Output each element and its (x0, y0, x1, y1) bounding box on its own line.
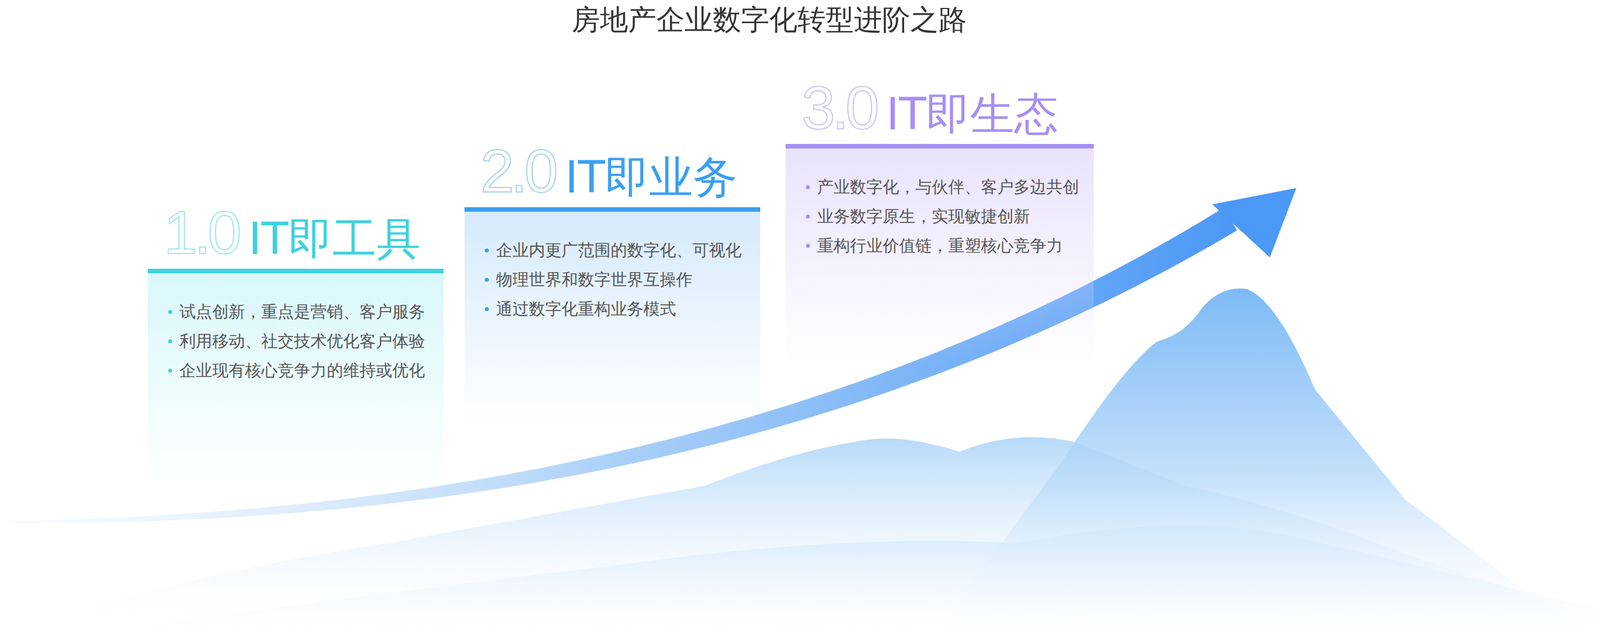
stage-panel: 企业内更广范围的数字化、可视化物理世界和数字世界互操作通过数字化重构业务模式 (464, 207, 761, 428)
stage-node: 3.0IT即生态产业数字化，与伙伴、客户多边共创业务数字原生，实现敏捷创新重构行… (785, 59, 1094, 365)
bullet-dot (484, 248, 489, 253)
bullet-dot (168, 339, 173, 344)
stage-heading: 3.0IT即生态 (785, 59, 1094, 139)
bullet-text: 物理世界和数字世界互操作 (496, 269, 693, 289)
bullet-text: 重构行业价值链，重塑核心竞争力 (817, 235, 1063, 256)
stage-number: 1.0 (163, 202, 239, 263)
bullet-text: 企业内更广范围的数字化、可视化 (496, 240, 742, 260)
bullet-item: 重构行业价值链，重塑核心竞争力 (805, 230, 1083, 261)
bullet-item: 业务数字原生，实现敏捷创新 (805, 201, 1083, 231)
bullet-item: 通过数字化重构业务模式 (484, 294, 749, 324)
bullet-item: 企业内更广范围的数字化、可视化 (484, 235, 749, 265)
stage-heading: 2.0IT即业务 (464, 122, 761, 202)
bullet-item: 物理世界和数字世界互操作 (484, 264, 749, 295)
bullet-dot (168, 309, 173, 314)
bullet-dot (805, 243, 810, 248)
stage-panel: 试点创新，重点是营销、客户服务利用移动、社交技术优化客户体验企业现有核心竞争力的… (147, 268, 444, 489)
stage-name: IT即工具 (248, 216, 421, 263)
bullet-text: 产业数字化，与伙伴、客户多边共创 (817, 177, 1080, 197)
stage-number: 2.0 (480, 140, 555, 202)
bullet-item: 利用移动、社交技术优化客户体验 (168, 326, 433, 356)
bullet-text: 企业现有核心竞争力的维持或优化 (179, 360, 425, 380)
bullet-dot (805, 185, 810, 190)
bullet-text: 利用移动、社交技术优化客户体验 (179, 331, 425, 351)
stage-node: 2.0IT即业务企业内更广范围的数字化、可视化物理世界和数字世界互操作通过数字化… (464, 122, 761, 428)
stage-name: IT即生态 (886, 91, 1059, 139)
bullet-item: 企业现有核心竞争力的维持或优化 (168, 355, 433, 385)
stage-number: 3.0 (801, 77, 876, 139)
stage-panel: 产业数字化，与伙伴、客户多边共创业务数字原生，实现敏捷创新重构行业价值链，重塑核… (785, 143, 1094, 365)
bullet-text: 业务数字原生，实现敏捷创新 (817, 206, 1030, 226)
bullet-dot (484, 307, 489, 311)
bullet-text: 通过数字化重构业务模式 (496, 299, 677, 319)
bullet-dot (168, 368, 173, 373)
stage-node: 1.0IT即工具试点创新，重点是营销、客户服务利用移动、社交技术优化客户体验企业… (147, 183, 444, 489)
bullet-dot (484, 277, 489, 282)
stage-heading: 1.0IT即工具 (147, 183, 444, 263)
bullet-dot (805, 214, 810, 219)
stage-name: IT即业务 (564, 155, 738, 202)
bullet-item: 产业数字化，与伙伴、客户多边共创 (805, 172, 1083, 202)
bullet-item: 试点创新，重点是营销、客户服务 (168, 296, 433, 327)
bullet-text: 试点创新，重点是营销、客户服务 (179, 301, 425, 322)
diagram-title: 房地产企业数字化转型进阶之路 (0, 1, 1600, 39)
